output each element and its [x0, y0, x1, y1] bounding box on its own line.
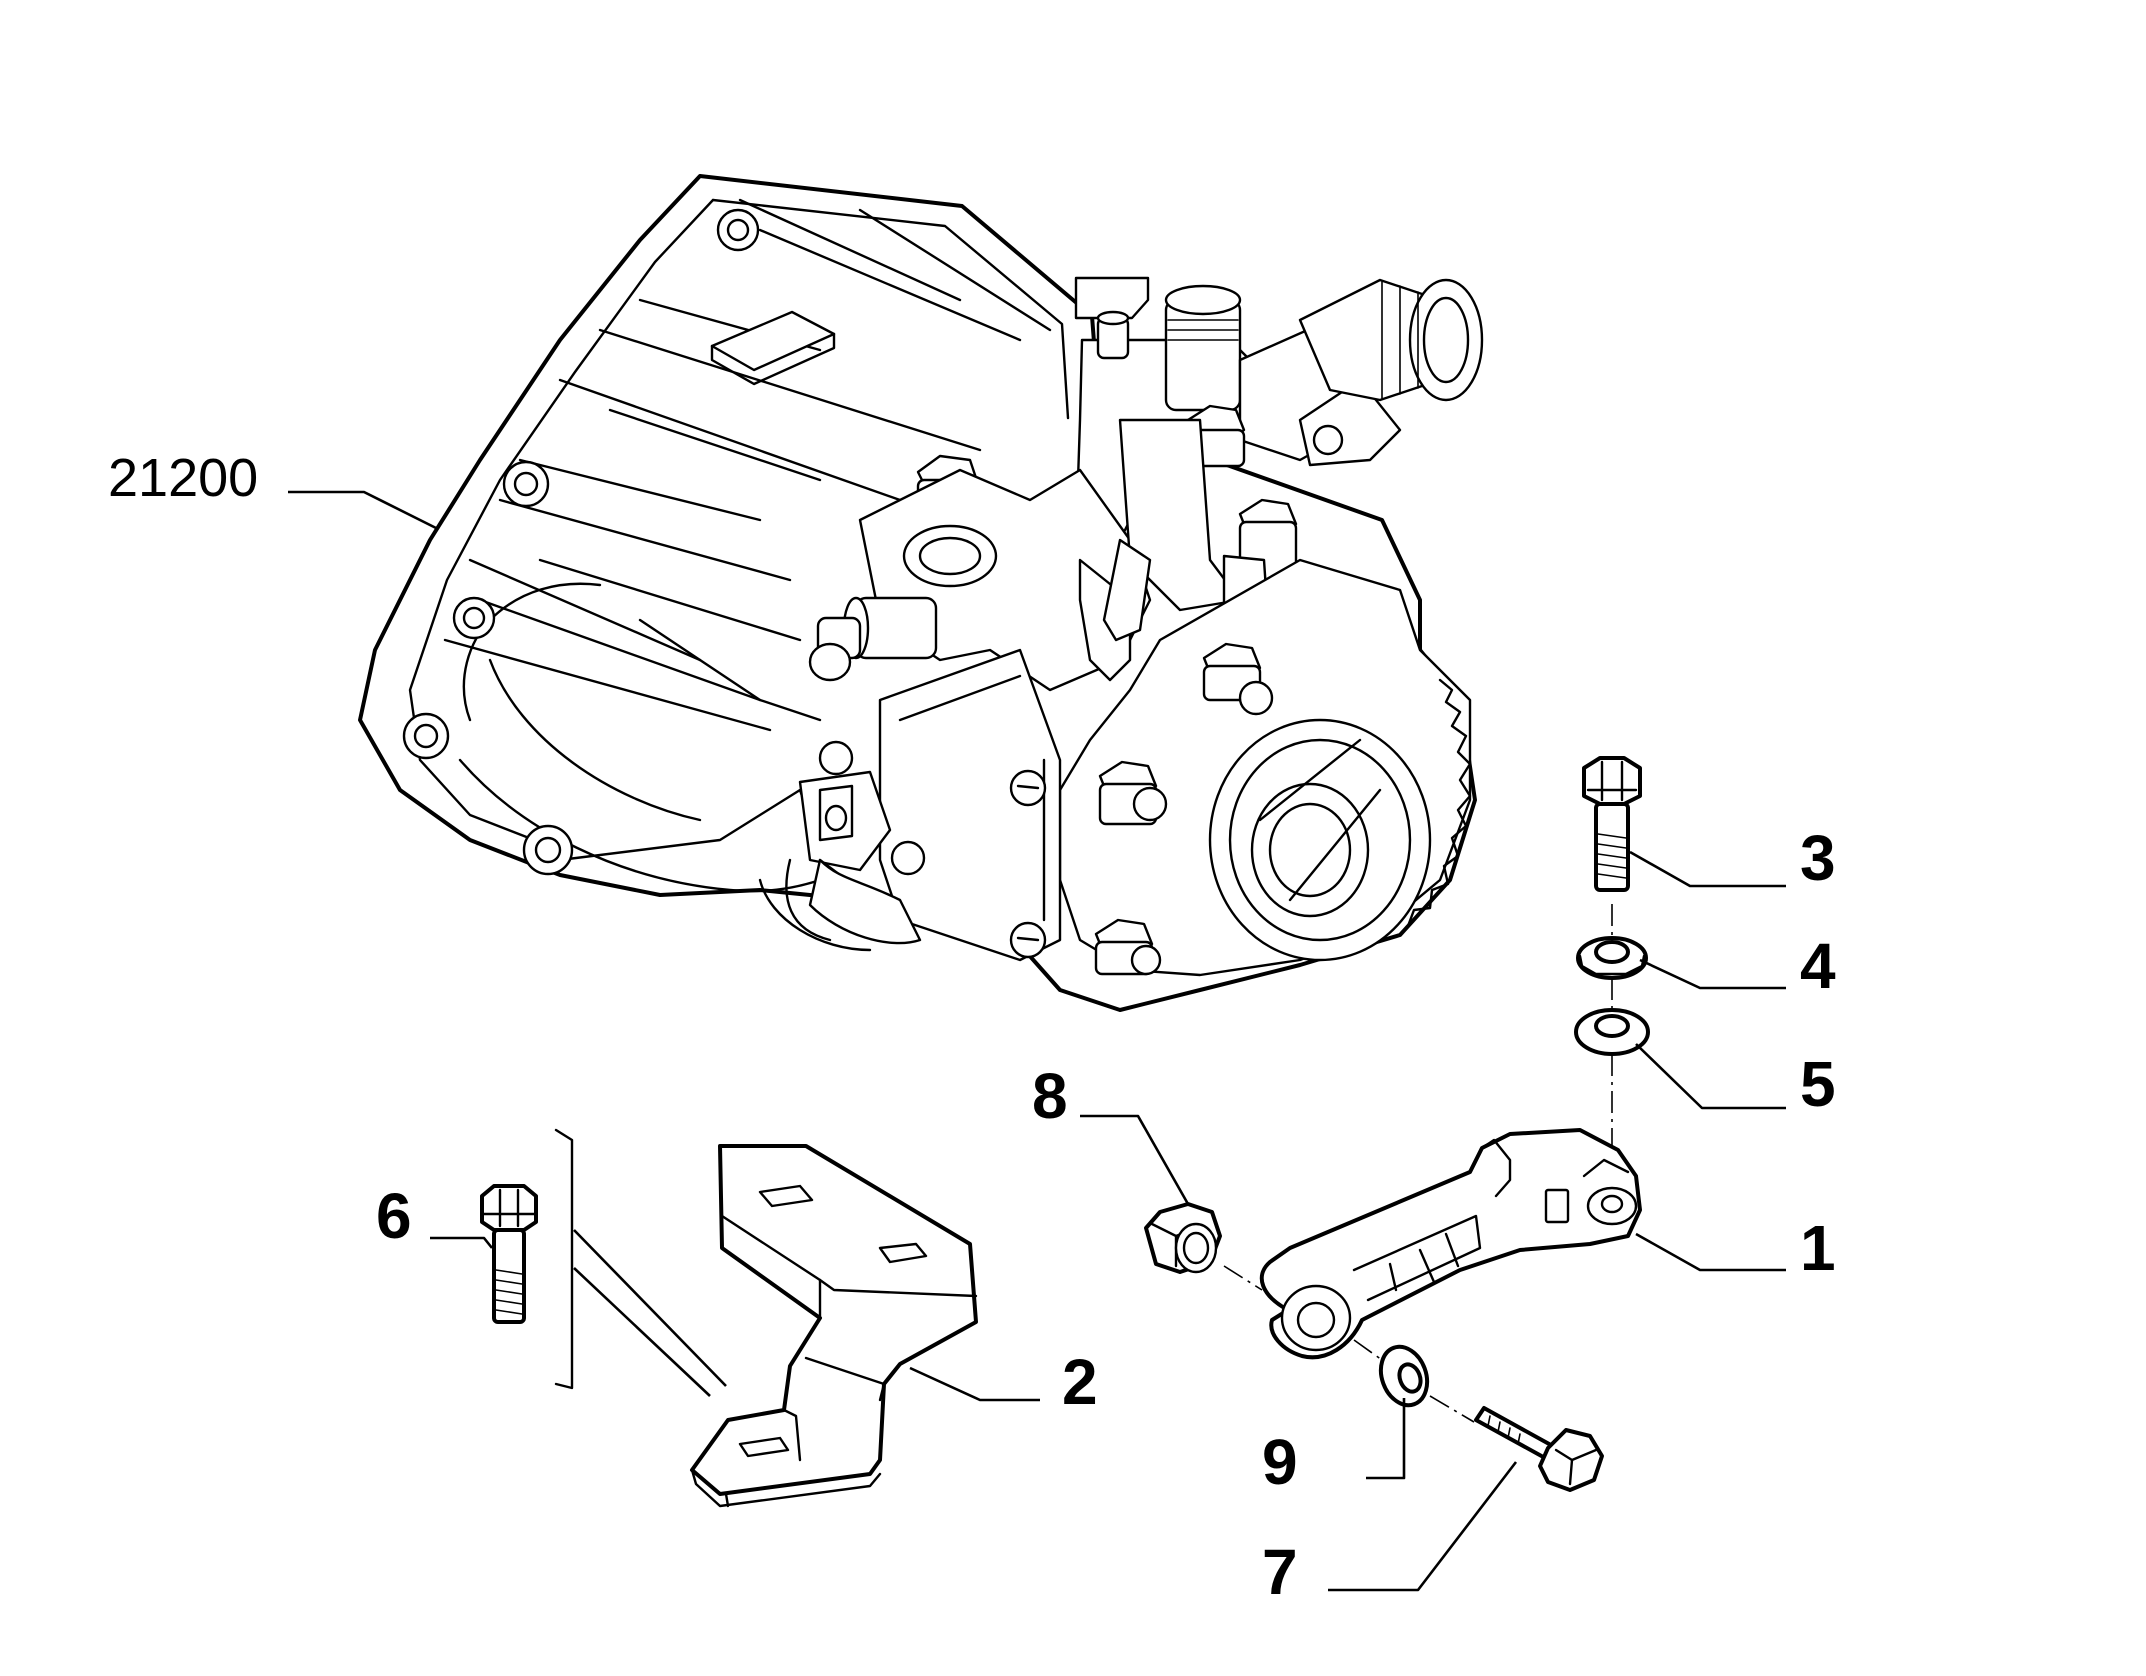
callout-8: 8	[1032, 1060, 1068, 1132]
callout-9: 9	[1262, 1426, 1298, 1498]
callout-2: 2	[1062, 1346, 1098, 1418]
callout-6: 6	[376, 1180, 412, 1252]
bolt-part-6	[480, 1184, 538, 1324]
leader-6	[430, 1236, 494, 1249]
leader-7	[1328, 1461, 1518, 1592]
callout-7: 7	[1262, 1536, 1298, 1608]
callout-5: 5	[1800, 1048, 1836, 1120]
engine-mount-arm-part-1	[1259, 1128, 1642, 1360]
bolt-part-3	[1582, 756, 1642, 892]
leader-21200	[288, 490, 437, 530]
washer-part-9	[1378, 1344, 1430, 1408]
leader-8	[1080, 1114, 1190, 1205]
leader-2	[909, 1366, 1040, 1402]
washer-part-4	[1576, 936, 1648, 980]
gearbox-assembly	[358, 174, 1484, 1012]
bracket-part-2	[690, 1144, 978, 1508]
leader-3	[1629, 850, 1786, 888]
callout-labels: 21200 3 4 5 1 8 6 2 9 7	[108, 448, 1836, 1608]
callout-3: 3	[1800, 822, 1836, 894]
bolt-part-7	[1474, 1406, 1604, 1492]
washer-part-5	[1574, 1008, 1650, 1056]
callout-21200: 21200	[108, 448, 258, 508]
leader-lines	[288, 490, 1786, 1592]
leader-9	[1366, 1398, 1406, 1480]
callout-1: 1	[1800, 1212, 1836, 1284]
callout-4: 4	[1800, 930, 1836, 1002]
flange-nut-part-8	[1144, 1202, 1222, 1274]
leader-1	[1635, 1232, 1786, 1272]
leader-4	[1639, 958, 1786, 990]
leader-5	[1635, 1043, 1786, 1110]
